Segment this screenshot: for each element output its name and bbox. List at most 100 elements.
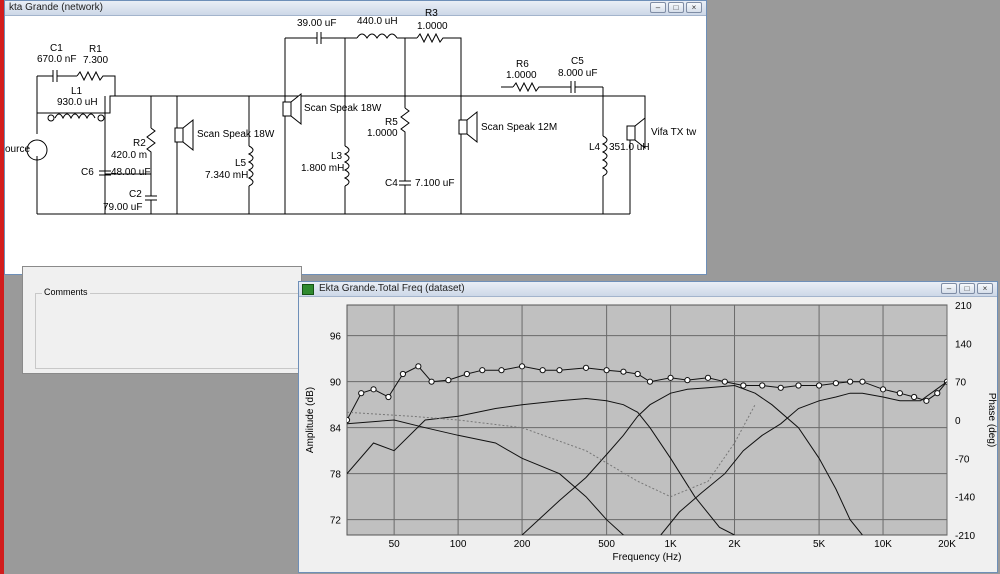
comments-group[interactable]: Comments xyxy=(35,287,307,369)
x-tick-label: 500 xyxy=(598,539,615,550)
total-marker xyxy=(859,378,866,385)
y2-tick-label: 70 xyxy=(955,378,967,389)
x-tick-label: 5K xyxy=(813,539,826,550)
y2-tick-label: -140 xyxy=(955,493,975,504)
series-group xyxy=(347,363,947,535)
chart-window-titlebar[interactable]: Ekta Grande.Total Freq (dataset) – □ × xyxy=(299,282,997,297)
x-tick-label: 1K xyxy=(664,539,677,550)
chart-minimize-button[interactable]: – xyxy=(941,283,957,294)
plot-area xyxy=(346,304,948,536)
x-tick-label: 50 xyxy=(389,539,401,550)
source-label: ource xyxy=(5,144,31,155)
network-window-titlebar[interactable]: kta Grande (network) – □ × xyxy=(5,1,706,16)
series-line-woofer1 xyxy=(347,397,735,535)
total-marker xyxy=(620,368,627,375)
l1-name: L1 xyxy=(71,86,83,97)
minimize-button[interactable]: – xyxy=(650,2,666,13)
y2-axis-label: Phase (deg) xyxy=(986,393,997,447)
chart-close-button[interactable]: × xyxy=(977,283,993,294)
l3-name: L3 xyxy=(331,151,343,162)
total-marker xyxy=(777,384,784,391)
c6-value: 48.00 uF xyxy=(111,167,151,178)
total-marker xyxy=(847,378,854,385)
total-marker xyxy=(815,382,823,389)
y-tick-label: 78 xyxy=(330,470,342,481)
speaker-2-label: Scan Speak 18W xyxy=(304,103,382,114)
c2-name: C2 xyxy=(129,189,142,200)
x-tick-label: 10K xyxy=(874,539,892,550)
series-line-woofer2 xyxy=(347,419,625,535)
total-marker xyxy=(923,397,930,404)
comments-label: Comments xyxy=(42,287,90,297)
series-line-mid xyxy=(521,384,863,535)
total-marker xyxy=(445,377,452,384)
total-marker xyxy=(463,370,470,378)
total-marker xyxy=(832,380,840,387)
l4-name: L4 xyxy=(589,142,601,153)
total-marker xyxy=(385,393,392,401)
close-button[interactable]: × xyxy=(686,2,702,13)
total-marker xyxy=(539,367,546,374)
r2-name: R2 xyxy=(133,138,146,149)
l5-name: L5 xyxy=(235,158,247,169)
l1-value: 930.0 uH xyxy=(57,97,98,108)
r5-name: R5 xyxy=(385,117,398,128)
total-marker xyxy=(603,367,610,374)
total-marker xyxy=(910,393,918,401)
total-marker xyxy=(704,374,712,381)
series-line-tweeter xyxy=(660,381,947,535)
c4-name: C4 xyxy=(385,178,398,189)
c5-name: C5 xyxy=(571,56,584,67)
c6-name: C6 xyxy=(81,167,94,178)
total-marker xyxy=(479,367,486,374)
total-marker xyxy=(646,378,654,385)
total-marker xyxy=(667,374,674,381)
r3-name: R3 xyxy=(425,8,438,19)
x-axis-label: Frequency (Hz) xyxy=(613,552,682,563)
maximize-button[interactable]: □ xyxy=(668,2,684,13)
left-red-edge xyxy=(0,0,4,574)
l4-value: 351.0 uH xyxy=(609,142,650,153)
y-tick-label: 96 xyxy=(330,332,342,343)
speaker-1-label: Scan Speak 18W xyxy=(197,129,275,140)
x-tick-label: 100 xyxy=(450,539,467,550)
r2-value: 420.0 m xyxy=(111,150,148,161)
l-top-value: 440.0 uH xyxy=(357,16,398,27)
network-window: kta Grande (network) – □ × xyxy=(4,0,707,275)
c1-name: C1 xyxy=(50,43,63,54)
y2-tick-label: -70 xyxy=(955,454,970,465)
total-marker xyxy=(498,367,505,374)
total-marker xyxy=(399,370,407,378)
y2-tick-label: 210 xyxy=(955,301,972,312)
r5-value: 1.0000 xyxy=(367,128,398,139)
total-marker xyxy=(879,386,887,393)
chart-window: Ekta Grande.Total Freq (dataset) – □ × 5… xyxy=(298,281,998,573)
total-marker xyxy=(740,382,747,389)
c2-value: 79.00 uF xyxy=(103,202,143,213)
r1-name: R1 xyxy=(89,44,102,55)
l5-value: 7.340 mH xyxy=(205,170,249,181)
total-marker xyxy=(347,416,351,424)
total-marker xyxy=(896,390,903,397)
total-marker xyxy=(684,377,691,384)
chart-window-title: Ekta Grande.Total Freq (dataset) xyxy=(319,283,465,294)
y-axis-label: Amplitude (dB) xyxy=(305,387,316,453)
total-marker xyxy=(556,367,563,374)
total-marker xyxy=(358,390,365,397)
series-line-phase-dotted xyxy=(347,404,756,498)
r6-name: R6 xyxy=(516,59,529,70)
total-marker xyxy=(759,382,766,389)
y-tick-label: 84 xyxy=(330,424,342,435)
r1-value: 7.300 xyxy=(83,55,109,66)
total-marker xyxy=(415,363,422,370)
y-tick-label: 90 xyxy=(330,378,342,389)
network-window-title: kta Grande (network) xyxy=(9,2,103,13)
schematic xyxy=(26,32,646,215)
x-tick-label: 200 xyxy=(514,539,531,550)
y2-tick-label: 0 xyxy=(955,416,961,427)
y2-tick-label: -210 xyxy=(955,531,975,542)
speaker-3-label: Scan Speak 12M xyxy=(481,122,558,133)
y-tick-label: 72 xyxy=(330,516,342,527)
chart-maximize-button[interactable]: □ xyxy=(959,283,975,294)
c1-value: 670.0 nF xyxy=(37,54,77,65)
